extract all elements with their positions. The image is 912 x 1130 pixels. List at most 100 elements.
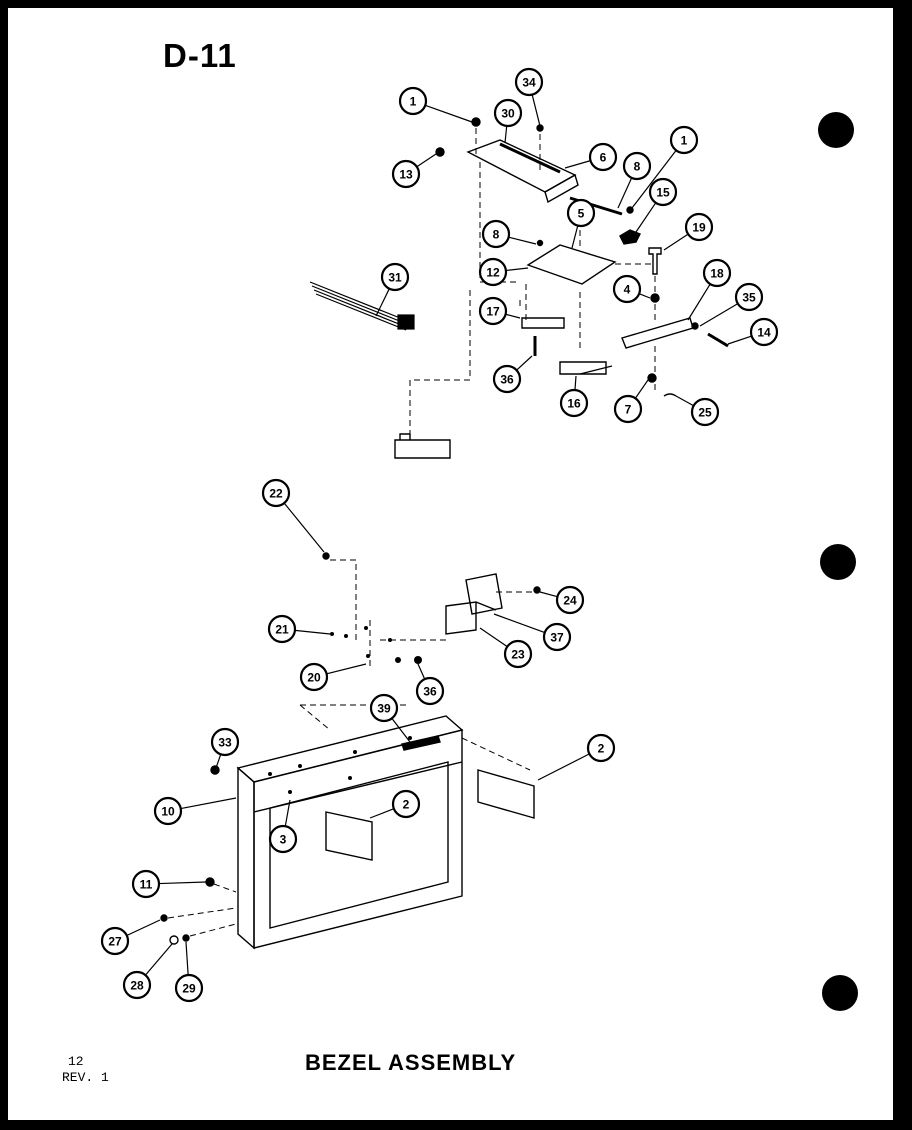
page-number: 12 xyxy=(68,1054,84,1069)
callout-circle xyxy=(690,397,720,427)
callout-leader xyxy=(391,717,411,743)
nut-7-icon xyxy=(647,373,657,383)
wire-harness xyxy=(309,281,415,331)
callout-circle xyxy=(391,789,421,819)
callout-circle xyxy=(478,257,508,287)
switch-plate xyxy=(526,244,617,285)
callout-circle xyxy=(210,727,240,757)
callout-circle xyxy=(100,926,130,956)
callout-leader xyxy=(158,881,207,885)
revision-label: REV. 1 xyxy=(62,1070,109,1085)
screw-29-icon xyxy=(182,934,190,942)
callout-leader xyxy=(571,225,579,249)
callout-leader xyxy=(283,502,325,553)
binder-hole-bottom-icon xyxy=(822,975,858,1011)
callout-leader xyxy=(635,202,657,233)
callout-31: 31 xyxy=(375,262,410,317)
callout-3: 3 xyxy=(268,799,298,854)
callout-leader xyxy=(505,267,529,272)
callout-7: 7 xyxy=(613,379,649,424)
callout-leader xyxy=(539,591,558,598)
callout-label: 4 xyxy=(624,283,631,297)
callout-leader xyxy=(504,125,508,144)
callout-5: 5 xyxy=(566,198,596,249)
callout-label: 8 xyxy=(634,160,641,174)
drawing-sheet xyxy=(8,8,893,1120)
callout-label: 25 xyxy=(698,406,712,420)
callout-label: 36 xyxy=(423,685,437,699)
callout-leader xyxy=(375,288,390,317)
callout-label: 17 xyxy=(486,305,500,319)
callout-leader xyxy=(425,104,473,123)
callout-label: 28 xyxy=(130,979,144,993)
callout-leader xyxy=(126,919,161,937)
screw-8b-icon xyxy=(536,239,544,247)
callout-label: 22 xyxy=(269,487,283,501)
callout-leader xyxy=(564,160,591,169)
callout-circle xyxy=(391,159,421,189)
screw-24-icon xyxy=(533,586,541,594)
callout-16: 16 xyxy=(559,375,589,418)
callout-4: 4 xyxy=(612,274,651,304)
callout-label: 5 xyxy=(578,207,585,221)
callout-label: 33 xyxy=(218,736,232,750)
callout-leader xyxy=(369,808,395,819)
callout-23: 23 xyxy=(479,627,533,669)
callout-circle xyxy=(380,262,410,292)
callout-leader xyxy=(638,293,651,299)
callout-circle xyxy=(559,388,589,418)
callout-circle xyxy=(684,212,714,242)
callout-30: 30 xyxy=(493,98,523,144)
microswitch-lever xyxy=(579,365,613,375)
callout-circle xyxy=(369,693,399,723)
top-bracket-rail xyxy=(499,142,561,174)
callout-leader xyxy=(416,153,437,168)
callout-leader xyxy=(144,943,173,976)
callout-1: 1 xyxy=(631,125,699,209)
callout-leader xyxy=(508,236,537,245)
callout-label: 2 xyxy=(598,742,605,756)
callout-leader xyxy=(185,941,189,976)
callout-leader xyxy=(516,355,533,371)
callout-leader xyxy=(505,313,521,319)
callout-circle xyxy=(503,639,533,669)
nut-13-icon xyxy=(435,147,445,157)
callout-20: 20 xyxy=(299,662,367,692)
callout-circle xyxy=(153,796,183,826)
callout-19: 19 xyxy=(663,212,714,251)
callout-label: 10 xyxy=(161,805,175,819)
washer-28-icon xyxy=(169,935,179,945)
washer-4-icon xyxy=(650,293,660,303)
callout-leader xyxy=(687,283,711,321)
lower-bracket xyxy=(394,433,451,459)
middle-guide-lines xyxy=(299,559,532,731)
clip-15-icon xyxy=(619,229,641,245)
callout-18: 18 xyxy=(687,258,732,321)
callout-leader xyxy=(727,335,752,345)
callout-circle xyxy=(555,585,585,615)
callout-label: 19 xyxy=(692,221,706,235)
callout-circle xyxy=(268,824,298,854)
callout-circle xyxy=(481,219,511,249)
callout-circle xyxy=(261,478,291,508)
bracket-23 xyxy=(445,601,497,635)
callout-circle xyxy=(734,282,764,312)
callout-label: 23 xyxy=(511,648,525,662)
top-bracket-lip xyxy=(544,173,579,204)
callout-circle xyxy=(174,973,204,1003)
washer-35-icon xyxy=(691,322,699,330)
callout-13: 13 xyxy=(391,153,437,189)
callout-label: 34 xyxy=(522,76,536,90)
callout-leader xyxy=(537,753,590,781)
callout-label: 20 xyxy=(307,671,321,685)
bezel-outer xyxy=(237,766,255,950)
callout-circle xyxy=(612,274,642,304)
callout-36: 36 xyxy=(415,663,445,706)
callout-10: 10 xyxy=(153,796,237,826)
callout-leader xyxy=(531,94,541,127)
callout-22: 22 xyxy=(261,478,325,553)
bezel-frame xyxy=(160,715,535,950)
bezel-front xyxy=(253,729,463,949)
bracket-37 xyxy=(465,573,503,615)
